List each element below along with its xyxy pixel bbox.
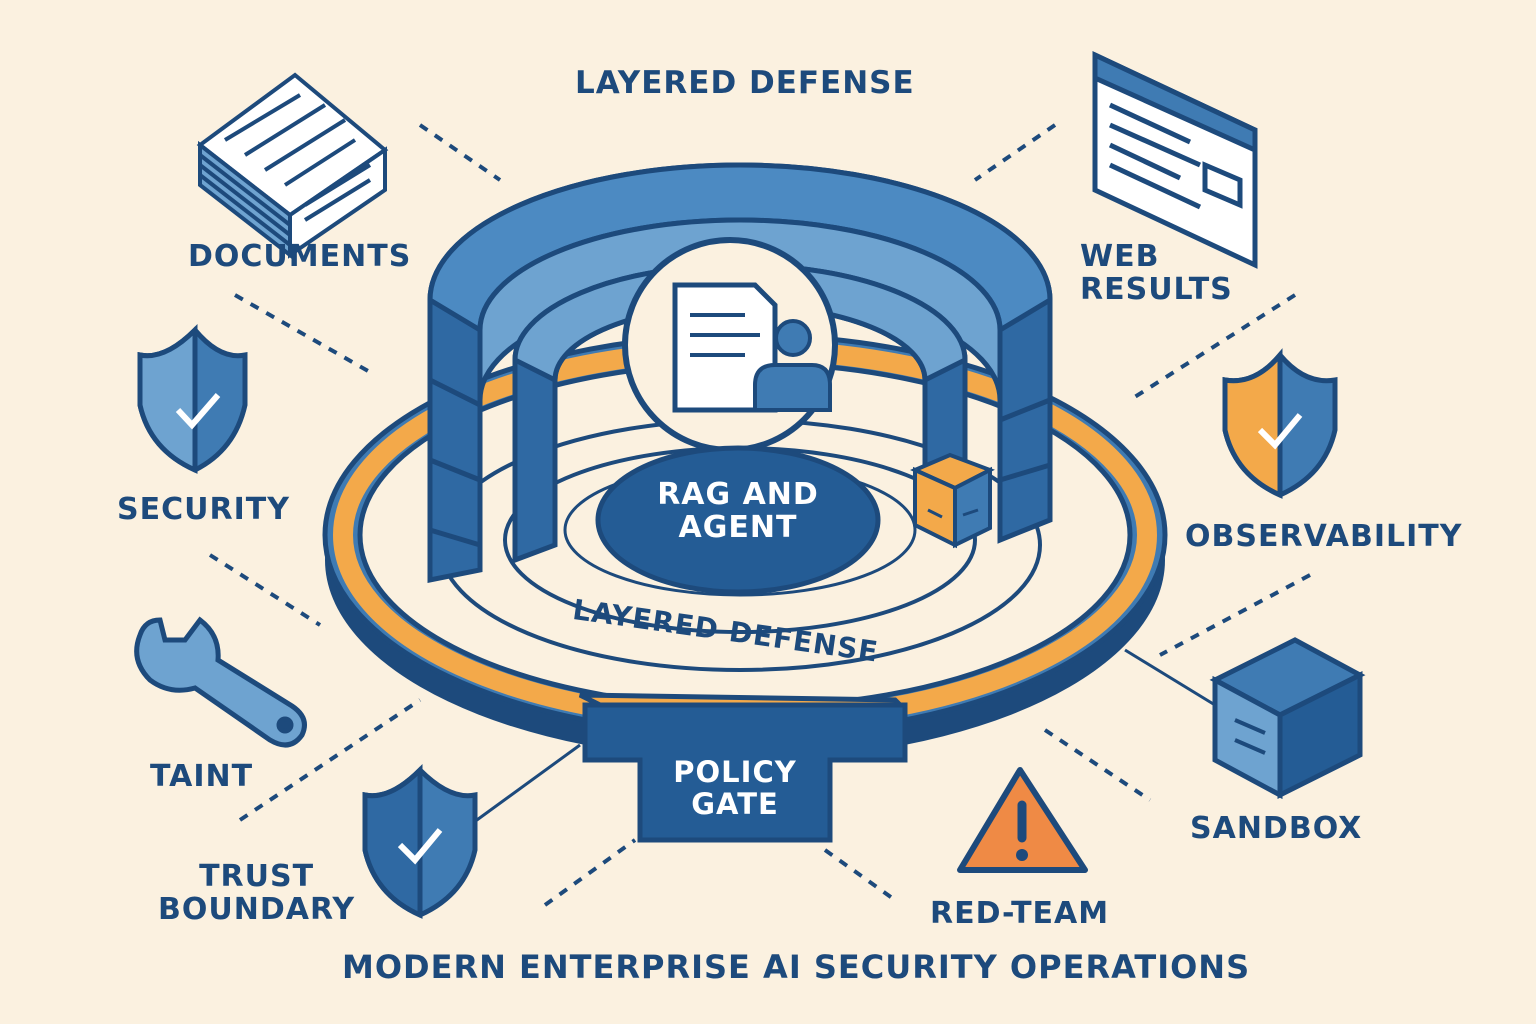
connector-observability [1128, 293, 1297, 402]
web-results-line2: RESULTS [1080, 272, 1233, 307]
trust-boundary-line1: TRUST [199, 859, 315, 894]
policy-gate-line2: GATE [691, 786, 779, 821]
security-label: SECURITY [117, 492, 290, 527]
connector-redteam [823, 848, 897, 902]
policy-gate-block [578, 692, 908, 843]
top-title: LAYERED DEFENSE [575, 65, 915, 101]
core-label-line1: RAG AND [657, 477, 819, 512]
small-box-icon [910, 452, 995, 549]
trust-boundary-line2: BOUNDARY [158, 892, 356, 927]
wrench-icon [134, 616, 307, 748]
warning-triangle-icon [957, 767, 1088, 873]
shield-check-icon-security [137, 323, 248, 474]
shield-check-icon-observability [1222, 348, 1338, 499]
core-label: RAG AND AGENT [598, 478, 878, 544]
defense-walls [427, 162, 1053, 584]
connector-gate-left [469, 743, 581, 827]
cube-icon [1209, 637, 1366, 800]
web-results-line1: WEB [1080, 239, 1160, 274]
taint-label: TAINT [150, 759, 254, 794]
connector-taint-upper [208, 553, 322, 627]
connector-lines [208, 123, 1311, 907]
connector-documents [418, 123, 502, 182]
browser-window-icon [1092, 51, 1258, 269]
core-emblem [595, 237, 881, 595]
connector-trust [238, 698, 422, 822]
connector-web [973, 123, 1057, 182]
web-results-label: WEB RESULTS [1080, 240, 1233, 306]
documents-label: DOCUMENTS [188, 239, 412, 274]
document-stack-icon [196, 72, 389, 260]
connector-trust-lower [543, 838, 637, 907]
sandbox-label: SANDBOX [1190, 811, 1363, 846]
connector-sandbox [1043, 728, 1152, 802]
policy-gate-label: POLICY GATE [640, 755, 830, 821]
observability-label: OBSERVABILITY [1185, 519, 1463, 554]
connector-sandbox-solid [1124, 648, 1216, 707]
policy-gate-line1: POLICY [673, 755, 797, 789]
red-team-label: RED-TEAM [930, 896, 1110, 931]
connector-security [234, 293, 376, 377]
trust-boundary-label: TRUST BOUNDARY [158, 860, 355, 926]
core-label-line2: AGENT [678, 510, 798, 545]
footer-title: MODERN ENTERPRISE AI SECURITY OPERATIONS [342, 948, 1251, 986]
shield-check-icon-trust [362, 763, 478, 919]
